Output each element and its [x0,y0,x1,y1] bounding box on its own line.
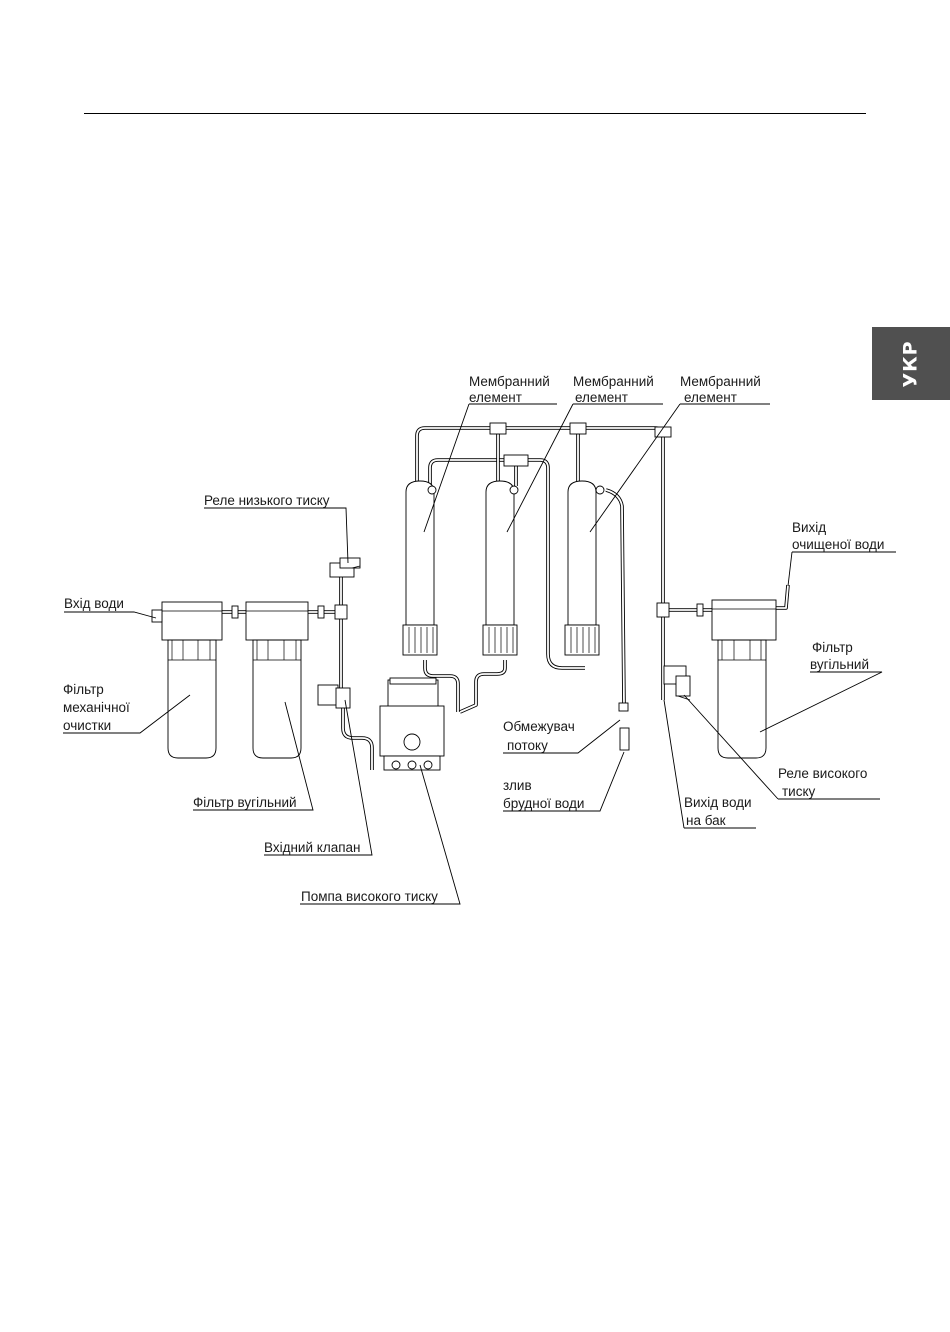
membrane-2-housing [483,481,518,655]
mech-filter-label-line3: очистки [63,718,111,733]
pump-label: Помпа високого тиску [301,889,438,904]
membrane-1-housing [403,481,437,655]
tank-outlet-label-line1: Вихід води [684,795,752,810]
membrane-3-label-line2: елемент [684,390,737,405]
inlet-valve-label: Вхідний клапан [264,840,360,855]
high-pressure-relay-label-line1: Реле високого [778,766,867,781]
mech-filter-label-line2: механічної [63,700,130,715]
purified-outlet-label-line1: Вихід [792,520,826,535]
carbon-filter-left-housing [246,602,308,758]
drain-label-line1: злив [503,778,532,793]
carbon-filter-right-housing [712,600,776,758]
drain-label-line2: брудної води [503,796,584,811]
low-pressure-relay [330,558,360,577]
membrane-1-label-line2: елемент [469,390,522,405]
membrane-2-label-line1: Мембранний [573,374,654,389]
carbon-filter-right-label-line2: вугільний [810,657,869,672]
membrane-2-label-line2: елемент [575,390,628,405]
purified-outlet-label-line2: очищеної води [792,537,884,552]
high-pressure-pump [380,678,444,770]
high-pressure-relay [664,666,690,700]
carbon-filter-right-label-line1: Фільтр [812,640,853,655]
tank-outlet-label-line2: на бак [686,813,726,828]
mech-filter-label-line1: Фільтр [63,682,104,697]
low-pressure-relay-label: Реле низького тиску [204,493,330,508]
flow-restrictor-label-line2: потоку [507,738,548,753]
water-inlet-label: Вхід води [64,596,124,611]
high-pressure-relay-label-line2: тиску [782,784,816,799]
flow-restrictor-label-line1: Обмежувач [503,719,575,734]
inlet-solenoid-valve [318,685,350,708]
membrane-3-housing [565,481,604,655]
carbon-filter-left-label: Фільтр вугільний [193,795,297,810]
membrane-3-label-line1: Мембранний [680,374,761,389]
membrane-1-label-line1: Мембранний [469,374,550,389]
mechanical-filter-housing [152,602,222,758]
